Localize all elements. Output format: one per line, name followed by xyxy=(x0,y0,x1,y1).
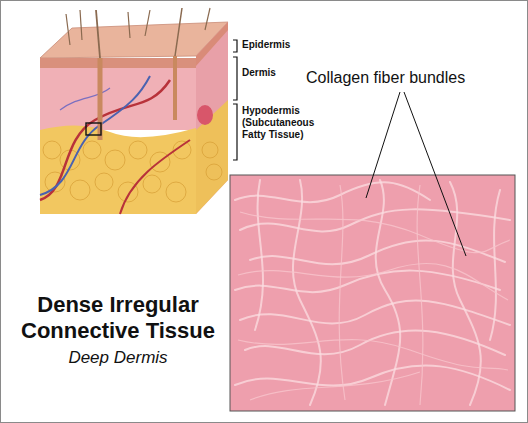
layer-label: Dermis xyxy=(242,67,276,79)
callout-label: Collagen fiber bundles xyxy=(306,68,465,87)
diagram-caption: Deep Dermis xyxy=(12,348,224,368)
diagram-title: Dense Irregular Connective Tissue xyxy=(12,292,224,344)
layer-label: Epidermis xyxy=(242,39,290,51)
layer-label: Hypodermis (Subcutaneous Fatty Tissue) xyxy=(242,105,326,141)
